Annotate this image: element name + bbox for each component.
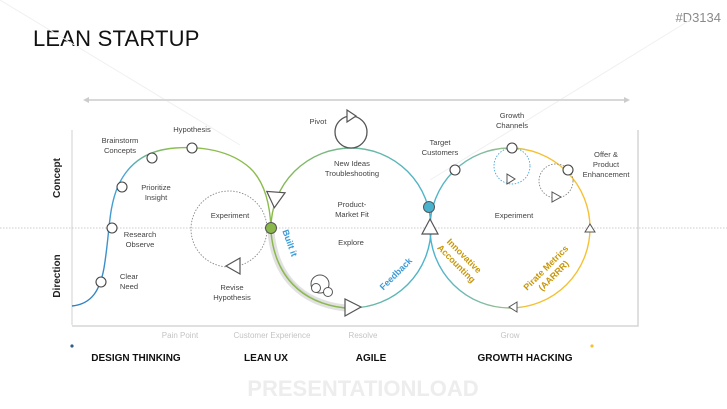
slide-code: #D3134 [675, 10, 721, 25]
stage-resolve: Resolve [349, 331, 378, 340]
timeline-start-dot [70, 344, 74, 348]
pirate-arrow-icon [584, 223, 596, 233]
pivot-arrow-icon [346, 108, 358, 124]
growth-channels-arrow-icon [506, 173, 516, 185]
junction-arrow-icon [421, 217, 439, 235]
experiment-loop-left [190, 190, 268, 268]
node-brainstorm [146, 152, 158, 164]
label-pmf: Product-Market Fit [335, 200, 370, 219]
label-experiment-right: Experiment [495, 211, 534, 220]
node-feedback-junction [423, 201, 435, 213]
node-target-customers [449, 164, 461, 176]
revise-arrow-icon [224, 256, 241, 276]
method-lean-ux: LEAN UX [244, 353, 288, 364]
label-innovative-accounting: InnovativeAccounting [435, 235, 485, 285]
label-feedback: Feedback [378, 255, 415, 292]
label-pivot: Pivot [310, 117, 328, 126]
axis-label-direction: Direction [52, 254, 63, 297]
build-arrow-icon [265, 190, 287, 209]
watermark-text: PRESENTATIONLOAD [247, 376, 478, 401]
feedback-arrow-icon [344, 298, 363, 318]
stage-pain-point: Pain Point [162, 331, 199, 340]
axis-label-concept: Concept [52, 157, 63, 198]
timeline-end-dot [590, 344, 594, 348]
s-curve-path [71, 146, 272, 307]
stage-customer-experience: Customer Experience [234, 331, 311, 340]
node-hypothesis [186, 142, 198, 154]
node-build-start [265, 222, 277, 234]
pivot-loop-icon [334, 115, 368, 149]
label-built-it: Built it [280, 228, 299, 258]
label-hypothesis: Hypothesis [173, 125, 211, 134]
stage-nodes [95, 142, 574, 288]
node-clear-need [95, 276, 107, 288]
page-title: LEAN STARTUP [33, 26, 200, 51]
label-explore: Explore [338, 238, 364, 247]
node-offer [562, 164, 574, 176]
ideas-bubbles-icon [310, 274, 333, 297]
offer-arrow-icon [551, 191, 563, 203]
node-prioritize [116, 181, 128, 193]
method-design-thinking: DESIGN THINKING [91, 353, 181, 364]
method-agile: AGILE [356, 353, 387, 364]
return-arrow-icon [508, 301, 518, 313]
node-growth-channels [506, 142, 518, 154]
label-experiment-left: Experiment [211, 211, 250, 220]
method-growth-hacking: GROWTH HACKING [478, 353, 573, 364]
node-research [106, 222, 118, 234]
stage-grow: Grow [500, 331, 519, 340]
progress-arc [270, 231, 346, 309]
label-pirate-metrics: Pirate Metrics(AARRR) [521, 243, 578, 300]
top-range-arrow [83, 97, 630, 103]
offer-loop [538, 163, 574, 199]
diagram-frame [0, 130, 727, 327]
